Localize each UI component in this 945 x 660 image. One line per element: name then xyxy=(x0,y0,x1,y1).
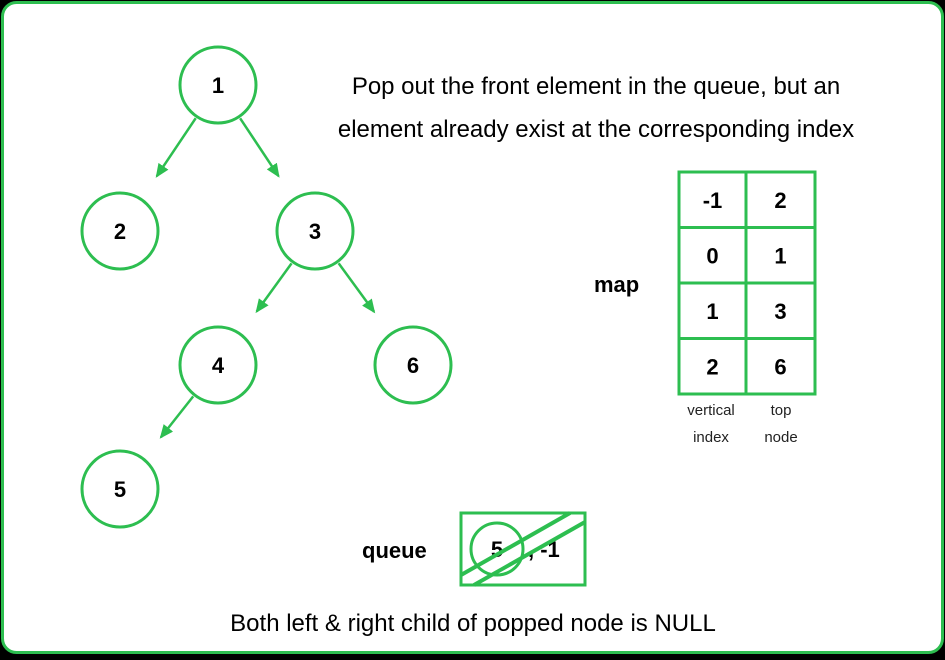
map-key-cell: 0 xyxy=(706,243,718,268)
tree-edge-n3-n4 xyxy=(255,262,293,314)
tree-node-circle xyxy=(275,191,355,271)
tree-node-2: 2 xyxy=(80,191,160,271)
map-key-cell: 1 xyxy=(706,299,718,324)
map-value-cell: 2 xyxy=(774,188,786,213)
tree-node-1: 1 xyxy=(178,45,258,125)
tree-node-4: 4 xyxy=(178,325,258,405)
caption-bottom: Both left & right child of popped node i… xyxy=(230,610,716,637)
map-key-cell: -1 xyxy=(703,188,723,213)
queue-strike-line-2 xyxy=(473,520,586,587)
map-label: map xyxy=(594,272,639,297)
map-value-header-line1: top xyxy=(771,402,792,419)
map-key-cell: 2 xyxy=(706,354,718,379)
tree-node-circle xyxy=(80,191,160,271)
tree-node-circle xyxy=(178,325,258,405)
caption-top-line1: Pop out the front element in the queue, … xyxy=(352,73,840,100)
tree-node-label: 6 xyxy=(407,353,419,378)
caption-top-line2: element already exist at the correspondi… xyxy=(338,116,854,143)
tree-edge-n1-n3 xyxy=(239,117,280,178)
tree-node-circle xyxy=(178,45,258,125)
map-key-header-line2: index xyxy=(693,429,729,446)
map-value-cell: 3 xyxy=(774,299,786,324)
tree-node-label: 3 xyxy=(309,219,321,244)
tree-node-6: 6 xyxy=(373,325,453,405)
queue-node-circle xyxy=(469,521,525,577)
tree-node-label: 1 xyxy=(212,73,224,98)
tree-node-5: 5 xyxy=(80,449,160,529)
queue-box xyxy=(459,511,587,587)
map-value-cell: 1 xyxy=(774,243,786,268)
map-table: -1 2 0 1 1 3 2 6 xyxy=(677,170,817,396)
tree-node-circle xyxy=(373,325,453,405)
tree-node-label: 4 xyxy=(212,353,225,378)
queue-strike-line-1 xyxy=(460,511,571,577)
queue-label: queue xyxy=(362,538,427,563)
tree-node-3: 3 xyxy=(275,191,355,271)
map-key-header-line1: vertical xyxy=(687,402,735,419)
map-value-header-line2: node xyxy=(764,429,797,446)
tree-nodes: 1 2 3 4 6 5 xyxy=(80,45,453,529)
tree-node-label: 5 xyxy=(114,477,126,502)
tree-node-circle xyxy=(80,449,160,529)
tree-edge-n4-n5 xyxy=(159,395,195,439)
tree-edge-n1-n2 xyxy=(155,117,197,178)
tree-node-label: 2 xyxy=(114,219,126,244)
tree-edge-n3-n6 xyxy=(337,262,376,314)
map-value-cell: 6 xyxy=(774,354,786,379)
tree-edges xyxy=(155,117,376,439)
